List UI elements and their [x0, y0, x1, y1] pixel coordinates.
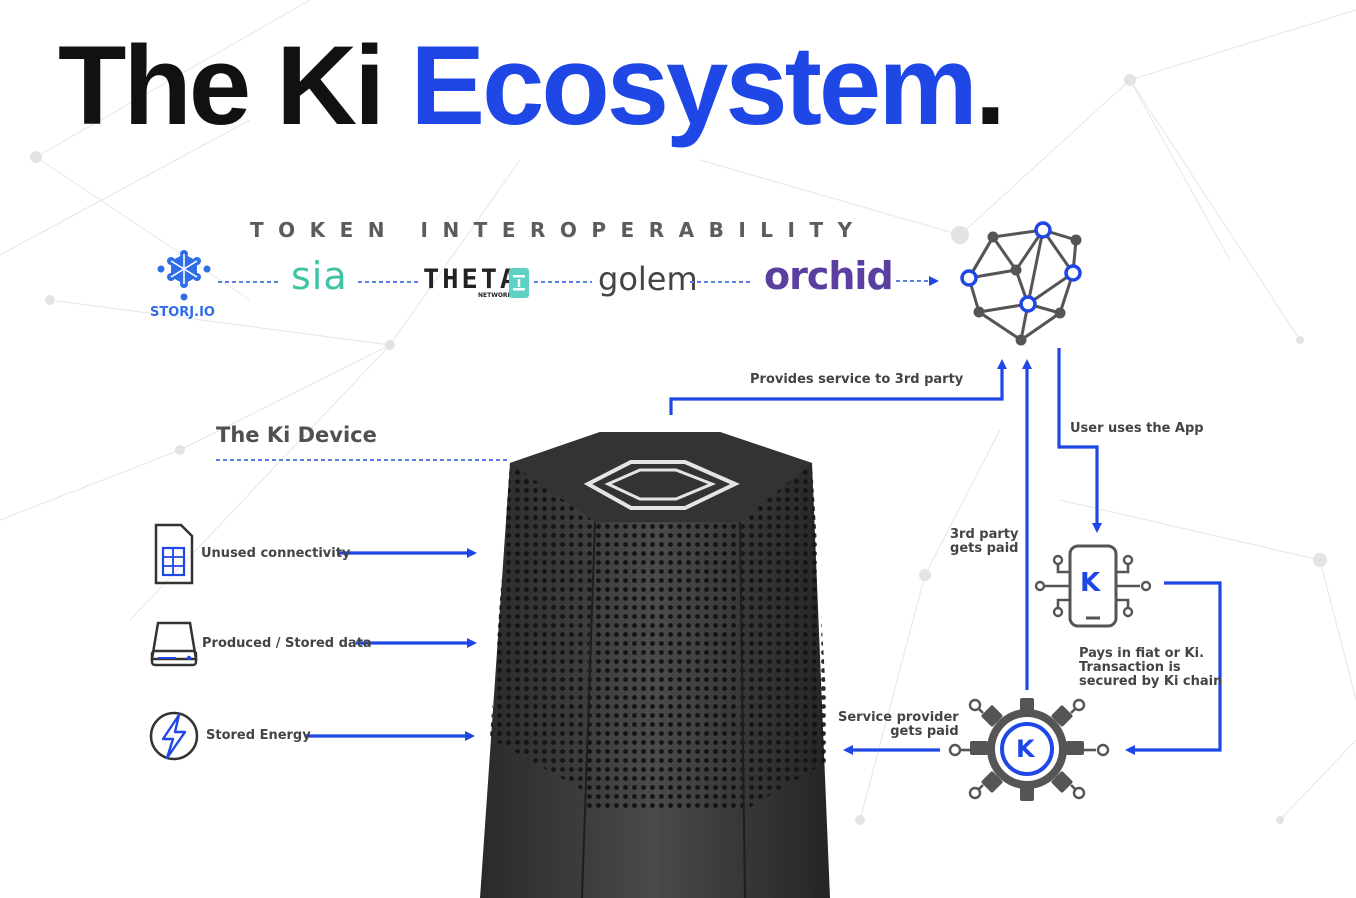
mobile-app-icon — [1034, 544, 1152, 628]
label-user-uses-app: User uses the App — [1070, 421, 1204, 436]
ki-app-mark: K — [1080, 568, 1101, 598]
title-accent-word: Ecosystem — [410, 23, 977, 148]
label-pays-line3: secured by Ki chain — [1079, 674, 1223, 689]
input-label-connectivity: Unused connectivity — [201, 546, 351, 561]
theta-network-text: NETWORK — [478, 292, 513, 299]
label-third-party-line1: 3rd party — [950, 527, 1019, 542]
label-service-provider-line2: gets paid — [890, 724, 959, 739]
token-interoperability-heading: TOKEN INTEROPERABILITY — [250, 218, 867, 242]
page-title: The Ki Ecosystem. — [58, 30, 1006, 142]
storj-logo-icon — [157, 250, 211, 301]
label-service-provider-paid: Service provider gets paid — [838, 711, 959, 739]
sim-card-icon — [154, 523, 194, 585]
blockchain-network-icon — [960, 221, 1082, 346]
label-third-party-line2: gets paid — [950, 541, 1019, 556]
label-third-party-paid: 3rd party gets paid — [950, 528, 1018, 556]
label-pays-line1: Pays in fiat or Ki. — [1079, 646, 1205, 661]
golem-logo: golem — [598, 260, 698, 298]
input-label-data: Produced / Stored data — [202, 636, 372, 651]
label-provides-service: Provides service to 3rd party — [750, 372, 964, 387]
title-part1: The Ki — [58, 23, 411, 148]
ki-gear-mark: K — [1016, 735, 1035, 763]
label-service-provider-line1: Service provider — [838, 710, 959, 725]
input-label-energy: Stored Energy — [206, 728, 311, 743]
ki-device-image — [480, 432, 830, 898]
device-heading: The Ki Device — [216, 423, 377, 447]
orchid-logo: orchid — [764, 254, 894, 298]
ki-gear-icon — [948, 698, 1110, 801]
label-pays-in: Pays in fiat or Ki. Transaction is secur… — [1079, 647, 1222, 689]
theta-token-icon — [509, 268, 529, 298]
sia-logo: sia — [291, 254, 348, 298]
hard-drive-icon — [150, 621, 198, 667]
energy-bolt-icon — [149, 711, 199, 761]
title-period: . — [974, 23, 1006, 148]
storj-logo-text: STORJ.IO — [150, 305, 215, 320]
label-pays-line2: Transaction is — [1079, 660, 1181, 675]
theta-logo: THETA — [423, 264, 520, 295]
